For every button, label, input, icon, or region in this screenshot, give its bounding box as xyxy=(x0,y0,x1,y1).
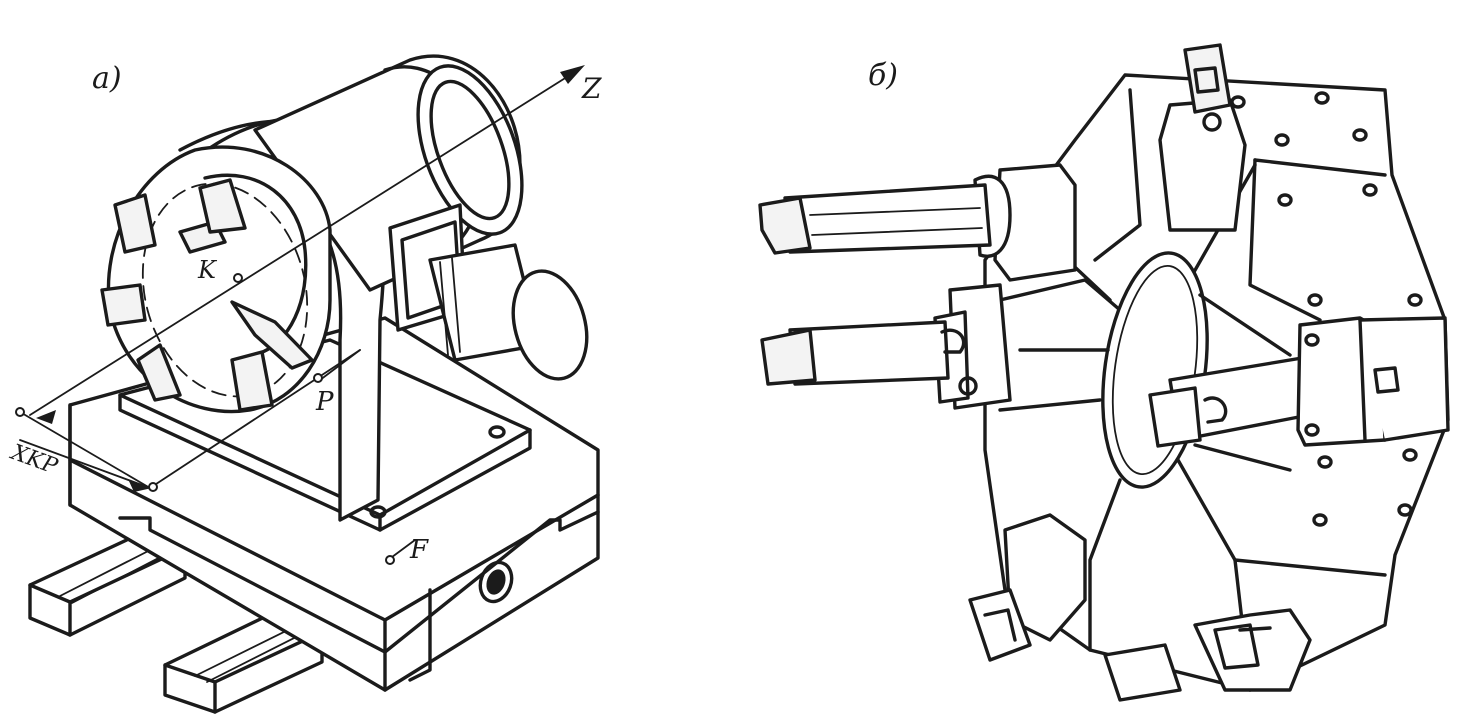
side-port xyxy=(478,560,514,604)
axis-z xyxy=(29,65,585,416)
handwheel-knob xyxy=(511,269,589,381)
tool-slot xyxy=(113,193,157,254)
dimension-label: XKP xyxy=(6,439,62,480)
point-f-marker xyxy=(385,555,395,565)
tool-slot xyxy=(230,300,314,370)
bolt-holes xyxy=(1230,91,1423,527)
tool-slot xyxy=(230,350,274,412)
boring-bar-upper xyxy=(758,163,1077,282)
dimension-point xyxy=(148,482,158,492)
point-k-label: K xyxy=(197,256,218,284)
point-k-marker xyxy=(233,273,243,283)
figure-b-tool-turret: б) xyxy=(758,43,1450,702)
panel-label-a: а) xyxy=(92,61,122,96)
tool-holder-top xyxy=(1158,43,1247,232)
axis-z-label: Z xyxy=(581,72,602,105)
panel-label-b: б) xyxy=(868,58,898,93)
dimension-line xyxy=(19,439,151,489)
tool-holder-right xyxy=(1296,316,1450,447)
tool-slot xyxy=(198,178,247,234)
dimension-point xyxy=(15,407,25,417)
tool-holder-bottom-left xyxy=(968,513,1087,662)
tool-slot xyxy=(136,343,182,402)
reference-line xyxy=(149,349,361,489)
point-f-label: F xyxy=(409,535,429,565)
boring-bar-lower xyxy=(760,283,1012,410)
turret-disc xyxy=(100,145,332,414)
guide-rail-lower xyxy=(163,610,324,714)
figure-a-turret-head: а) Z K P F XKP xyxy=(6,54,602,714)
boring-bar-center xyxy=(1148,353,1337,448)
tool-slot xyxy=(100,283,147,327)
reference-line xyxy=(19,411,151,489)
tool-holder-bottom xyxy=(1103,608,1312,702)
drive-shaft xyxy=(388,203,589,381)
point-p-marker xyxy=(313,373,323,383)
point-p-label: P xyxy=(315,387,334,417)
